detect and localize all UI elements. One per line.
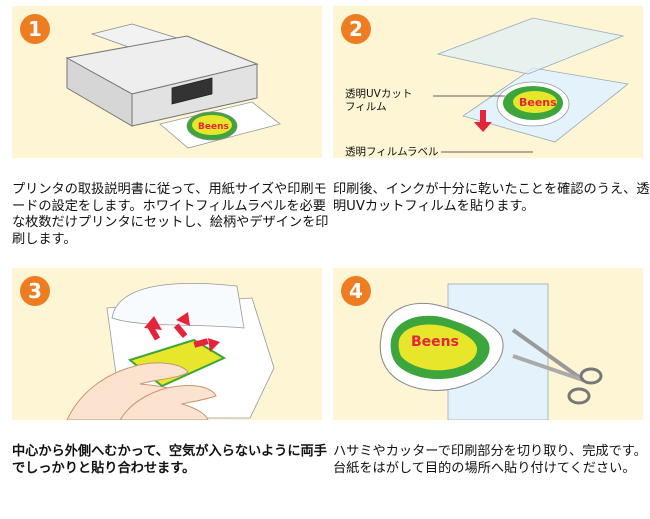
printer-illustration: Beens — [65, 23, 281, 149]
hands-pressing-illustration — [66, 282, 275, 420]
step-2-description: 印刷後、インクが十分に乾いたことを確認のうえ、透明UVカットフィルムを貼ります。 — [333, 182, 650, 214]
step-number-badge: 1 — [20, 14, 50, 44]
label-art-text: Beens — [198, 122, 229, 132]
step-1-illustration: 1 Beens — [12, 6, 322, 158]
cutting-illustration: Beens — [379, 283, 603, 420]
step-4-illustration: 4 Beens — [333, 268, 643, 420]
step-2-illustration: 2 Beens 透明UVカット フィルム 透明フィルムラベル — [333, 6, 643, 158]
step-number-badge: 2 — [341, 14, 371, 44]
label-art-text: Beens — [519, 96, 557, 109]
down-arrow-icon — [480, 110, 486, 122]
scissors-icon — [511, 328, 603, 405]
film-application-illustration: Beens — [433, 17, 629, 153]
step-number-badge: 3 — [20, 276, 50, 306]
film-label-label: 透明フィルムラベル — [345, 146, 439, 158]
step-3-description: 中心から外側へむかって、空気が入らないように両手でしっかりと貼り合わせます。 — [12, 444, 327, 476]
step-number-badge: 4 — [341, 276, 371, 306]
press-direction-arrow-icon — [144, 312, 220, 352]
step-3-illustration: 3 — [12, 268, 322, 420]
step-1-description: プリンタの取扱説明書に従って、用紙サイズや印刷モードの設定をします。ホワイトフィ… — [12, 182, 329, 247]
uv-film-label: 透明UVカット フィルム — [345, 88, 413, 113]
label-art-text: Beens — [411, 334, 459, 350]
step-4-description: ハサミやカッターで印刷部分を切り取り、完成です。台紙をはがして目的の場所へ貼り付… — [333, 444, 647, 476]
